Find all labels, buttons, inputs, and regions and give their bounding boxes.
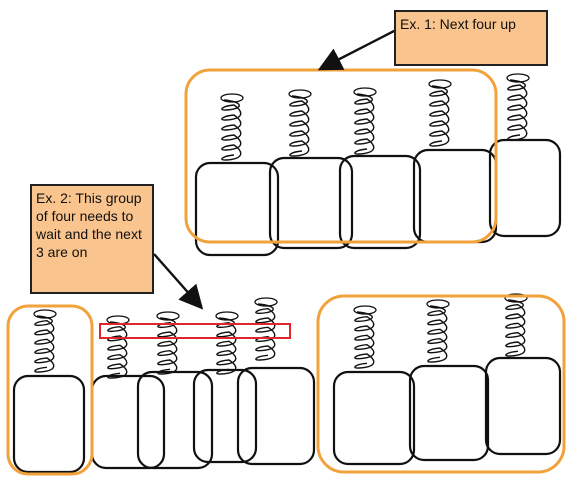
top-row-unit-body-1 [194,161,280,257]
bottom-row-unit-body-4 [192,368,258,464]
top-row-unit-body-5 [488,138,562,238]
callout-2-arrow [153,253,204,310]
bottom-row-unit-body-3 [136,370,214,470]
callout-1-arrow [317,28,397,71]
bottom-row-spring-3 [156,311,180,375]
bottom-row-unit-body-2 [90,374,166,470]
bottom-row-spring-8 [504,293,528,357]
top-row-spring-5 [506,73,530,141]
bottom-row-spring-6 [353,305,377,369]
waiting-group-marker [99,323,291,339]
top-row-unit-body-4 [412,148,498,244]
callout-example-1: Ex. 1: Next four up [394,10,548,66]
bottom-row-unit-body-8 [484,356,562,456]
bottom-row-unit-body-6 [332,370,416,466]
bottom-row-spring-2 [106,315,130,379]
bottom-row-spring-4 [215,311,239,375]
top-row-unit-body-3 [338,154,422,250]
bottom-row-unit-body-7 [408,364,490,462]
top-row-spring-3 [353,87,377,155]
bottom-row-unit-body-5 [236,366,316,466]
top-row-spring-1 [220,93,244,161]
bottom-left-group-highlight [6,304,94,476]
bottom-right-group-highlight [316,294,566,474]
bottom-row-spring-1 [33,309,57,373]
top-row-unit-body-2 [268,156,354,250]
bottom-row-unit-body-1 [12,374,86,474]
callout-example-2: Ex. 2: This group of four needs to wait … [30,184,154,294]
top-row-spring-4 [428,79,452,147]
top-row-spring-2 [288,89,312,157]
bottom-row-spring-7 [426,299,450,363]
bottom-row-spring-5 [254,297,278,361]
